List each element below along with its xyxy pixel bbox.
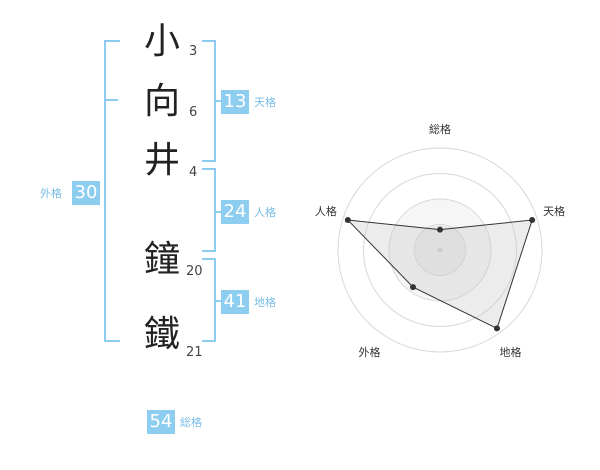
name-char-3: 井 (143, 140, 180, 181)
gaikaku-label: 外格 (40, 187, 62, 200)
jinkaku-tick (214, 211, 222, 213)
radar-axis-label: 天格 (543, 204, 565, 218)
radar-point (529, 217, 536, 224)
stroke-count-2: 6 (189, 105, 198, 120)
stroke-count-4: 20 (186, 264, 203, 279)
radar-center (437, 247, 443, 253)
radar-point (493, 325, 500, 332)
name-char-1: 小 (143, 21, 180, 62)
name-char-2: 向 (143, 81, 180, 122)
name-char-5: 鐵 (143, 314, 180, 355)
radar-axis-label: 総格 (429, 122, 451, 136)
radar-point (437, 226, 443, 233)
stroke-count-1: 3 (189, 44, 198, 59)
radar-axis-label: 地格 (500, 345, 522, 359)
jinkaku-score: 24 (221, 200, 249, 224)
soukaku-label: 総格 (180, 416, 202, 429)
radar-ring-fill (389, 199, 491, 301)
gaikaku-bracket (104, 40, 120, 342)
radar-axis-label: 人格 (315, 204, 337, 218)
chikaku-label: 地格 (254, 296, 276, 309)
tenkaku-score: 13 (221, 90, 249, 114)
tenkaku-tick (214, 100, 222, 102)
jinkaku-bracket (202, 168, 216, 252)
radar-point (344, 217, 351, 224)
tenkaku-label: 天格 (254, 96, 276, 109)
radar-polygon (346, 219, 533, 330)
jinkaku-label: 人格 (254, 206, 276, 219)
chikaku-tick (214, 300, 222, 302)
radar-ring (363, 173, 517, 327)
stroke-count-3: 4 (189, 165, 198, 180)
radar-axis-label: 外格 (358, 345, 380, 359)
radar-point (410, 284, 417, 291)
bracket-tick (104, 99, 118, 101)
chikaku-score: 41 (221, 290, 249, 314)
radar-ring (337, 147, 543, 353)
radar-ring (414, 224, 466, 276)
stroke-count-5: 21 (186, 345, 203, 360)
gaikaku-score: 30 (72, 181, 100, 205)
soukaku-score: 54 (147, 410, 175, 434)
radar-ring (388, 198, 492, 302)
name-char-4: 鐘 (143, 239, 180, 280)
